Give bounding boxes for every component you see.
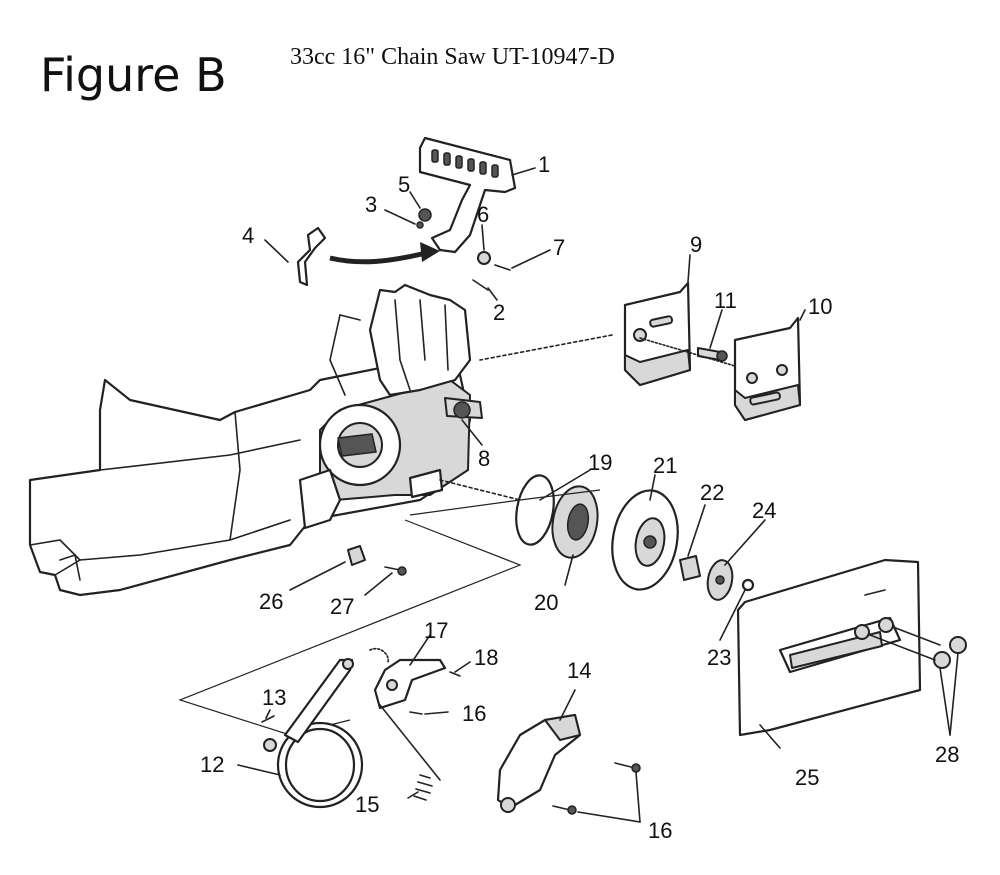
part-label-6: 6	[477, 202, 489, 227]
pin-part-13	[261, 715, 275, 723]
leader-lines	[237, 167, 959, 823]
side-plate-part-9	[623, 281, 692, 387]
part-label-16-upper: 16	[462, 701, 486, 726]
pin-part-18	[449, 671, 461, 677]
spring-part-5	[418, 208, 432, 222]
part-label-17: 17	[424, 618, 448, 643]
sprocket-cover-part-25	[736, 558, 922, 737]
brake-cover-part-14	[496, 713, 582, 813]
part-label-9: 9	[690, 232, 702, 257]
part-labels: 1 2 3 4 5 6 7 8 9 10 11 12 13 14 15 16 1…	[200, 152, 959, 843]
brake-band-part-12	[263, 658, 364, 809]
clutch-drum-part-21	[611, 489, 679, 591]
screw-part-27	[384, 566, 407, 576]
washer-part-24	[706, 559, 734, 601]
bearing-part-22	[679, 555, 701, 581]
nuts-part-28	[869, 626, 967, 669]
brake-lever-part-17	[369, 647, 447, 710]
part-label-18: 18	[474, 645, 498, 670]
wire-link-part-4	[296, 226, 440, 287]
part-label-21: 21	[653, 453, 677, 478]
part-label-23: 23	[707, 645, 731, 670]
part-label-20: 20	[534, 590, 558, 615]
part-label-22: 22	[700, 480, 724, 505]
part-label-26: 26	[259, 589, 283, 614]
chain-brake-handle	[416, 136, 517, 291]
part-label-2: 2	[493, 300, 505, 325]
part-label-1: 1	[538, 152, 550, 177]
part-label-13: 13	[262, 685, 286, 710]
figure-label: Figure B	[40, 48, 227, 102]
part-label-7: 7	[553, 235, 565, 260]
washer-part-19	[515, 474, 555, 546]
nut-part-26	[347, 545, 366, 566]
part-label-4: 4	[242, 223, 254, 248]
part-label-3: 3	[365, 192, 377, 217]
part-label-5: 5	[398, 172, 410, 197]
part-label-11: 11	[714, 288, 737, 313]
screw-part-16-upper	[409, 711, 423, 715]
side-plate-part-10	[733, 316, 802, 422]
clip-part-23	[741, 578, 755, 592]
part-label-10: 10	[808, 294, 832, 319]
part-label-14: 14	[567, 658, 591, 683]
part-label-28: 28	[935, 742, 959, 767]
bolt-part-11	[639, 337, 736, 367]
part-label-15: 15	[355, 792, 379, 817]
part-label-8: 8	[478, 446, 490, 471]
part-label-12: 12	[200, 752, 224, 777]
part-label-19: 19	[588, 450, 612, 475]
part-label-25: 25	[795, 765, 819, 790]
figure-title: 33cc 16" Chain Saw UT-10947-D	[290, 44, 615, 70]
spring-part-15	[379, 704, 441, 801]
saw-housing	[28, 283, 483, 597]
part-label-27: 27	[330, 594, 354, 619]
part-label-24: 24	[752, 498, 776, 523]
clutch-part-20	[551, 485, 599, 559]
screws-part-16-lower	[552, 762, 641, 815]
part-label-16-lower: 16	[648, 818, 672, 843]
